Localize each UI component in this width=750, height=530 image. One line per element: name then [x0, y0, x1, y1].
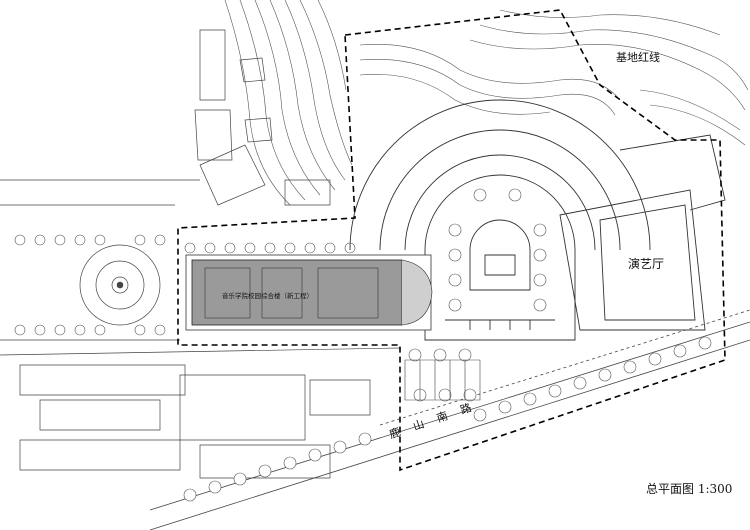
new-building	[185, 254, 433, 331]
performance-hall-building	[559, 134, 726, 331]
misc-marks	[116, 281, 124, 289]
road-lushan-south	[149, 309, 750, 530]
parking-stalls	[404, 359, 481, 401]
drawing-title: 总平面图 1:300	[646, 482, 733, 496]
performance-hall-label: 演艺厅	[628, 257, 665, 271]
context-buildings	[0, 29, 401, 479]
trees	[14, 188, 712, 502]
site-red-line-label: 基地红线	[616, 51, 660, 64]
new-building-label: 音乐学院校园综合楼（新工程）	[222, 292, 313, 300]
contour-lines	[224, 0, 749, 206]
site-red-line-boundary	[177, 9, 726, 472]
